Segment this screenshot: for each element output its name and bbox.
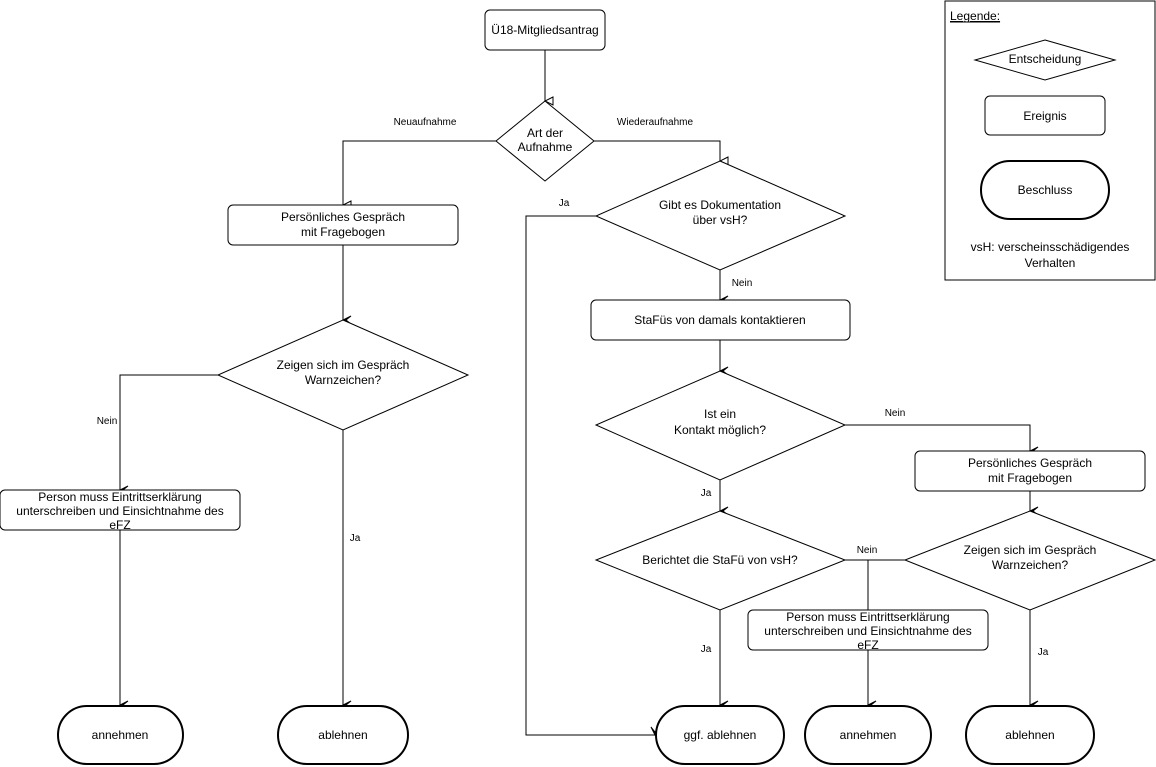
- edge-label-nein-kontakt: Nein: [885, 408, 906, 419]
- edge-warn-left-nein: [120, 374, 218, 490]
- event-efz-mid-label-2: unterschreiben und Einsichtnahme des: [764, 624, 971, 638]
- edge-labels: Neuaufnahme Wiederaufnahme Nein Ja Ja Ne…: [97, 117, 1049, 658]
- edge-doku-ja: [525, 215, 655, 735]
- decision-warnzeichen-left: Zeigen sich im Gespräch Warnzeichen?: [216, 319, 470, 431]
- terminal-ggf-ablehnen: ggf. ablehnen: [655, 705, 785, 765]
- terminal-annehmen-mid-label: annehmen: [840, 728, 897, 742]
- event-stafues-kontaktieren: StaFüs von damals kontaktieren: [590, 299, 851, 341]
- event-gespraech-right-label-2: mit Fragebogen: [988, 471, 1072, 485]
- decision-warn-right-label-2: Warnzeichen?: [992, 558, 1069, 572]
- terminal-ablehnen-left: ablehnen: [277, 705, 409, 765]
- decision-kontakt-label-2: Kontakt möglich?: [674, 423, 766, 437]
- event-efz-left-label-3: eFZ: [109, 518, 130, 532]
- legend-ereignis-label: Ereignis: [1023, 109, 1066, 123]
- edge-label-ja-berichtet: Ja: [701, 644, 712, 655]
- event-efz-mid-label-3: eFZ: [857, 638, 878, 652]
- edge-label-ja-kontakt: Ja: [701, 488, 712, 499]
- event-efz-left-label-1: Person muss Eintrittserklärung: [38, 490, 201, 504]
- decision-art-der-aufnahme: Art der Aufnahme: [495, 100, 595, 182]
- decision-art-label-1: Art der: [527, 126, 563, 140]
- event-gespraech-left-label-2: mit Fragebogen: [301, 225, 385, 239]
- event-efz-left: Person muss Eintrittserklärung unterschr…: [0, 489, 241, 532]
- event-gespraech-left-label-1: Persönliches Gespräch: [281, 210, 405, 224]
- edge-art-to-doku: [594, 140, 720, 161]
- legend-beschluss: Beschluss: [980, 160, 1110, 220]
- decision-doku-label-1: Gibt es Dokumentation: [659, 198, 781, 212]
- decision-warn-left-label-1: Zeigen sich im Gespräch: [277, 358, 410, 372]
- legend-beschluss-label: Beschluss: [1018, 183, 1073, 197]
- edge-label-neuaufnahme: Neuaufnahme: [394, 117, 457, 128]
- edge-kontakt-nein: [845, 424, 1030, 451]
- decision-kontakt-label-1: Ist ein: [704, 407, 736, 421]
- decision-dokumentation: Gibt es Dokumentation über vsH?: [594, 160, 847, 271]
- terminal-ablehnen-left-label: ablehnen: [318, 728, 367, 742]
- decision-art-label-2: Aufnahme: [518, 140, 573, 154]
- edge-label-ja-warn-right: Ja: [1038, 647, 1049, 658]
- event-stafues-label: StaFüs von damals kontaktieren: [634, 313, 805, 327]
- edges: [120, 50, 1030, 735]
- edge-label-nein-left: Nein: [97, 416, 118, 427]
- edge-label-ja-left: Ja: [350, 533, 361, 544]
- event-gespraech-left: Persönliches Gespräch mit Fragebogen: [227, 204, 459, 246]
- decision-warnzeichen-right: Zeigen sich im Gespräch Warnzeichen?: [903, 510, 1156, 611]
- edge-label-wiederaufnahme: Wiederaufnahme: [617, 117, 694, 128]
- terminal-ggf-ablehnen-label: ggf. ablehnen: [684, 728, 757, 742]
- terminal-ablehnen-right-label: ablehnen: [1005, 728, 1054, 742]
- decision-warn-left-label-2: Warnzeichen?: [305, 373, 382, 387]
- terminal-ablehnen-right: ablehnen: [965, 705, 1095, 765]
- edge-label-nein-doku: Nein: [732, 278, 753, 289]
- decision-berichtet-label: Berichtet die StaFü von vsH?: [642, 553, 798, 567]
- decision-doku-label-2: über vsH?: [693, 213, 748, 227]
- decision-berichtet-stafue: Berichtet die StaFü von vsH?: [594, 510, 847, 611]
- event-gespraech-right-label-1: Persönliches Gespräch: [968, 456, 1092, 470]
- event-efz-mid: Person muss Eintrittserklärung unterschr…: [747, 609, 989, 652]
- event-efz-left-label-2: unterschreiben und Einsichtnahme des: [16, 504, 223, 518]
- edge-art-to-gespraech-left: [343, 140, 496, 205]
- terminal-annehmen-left: annehmen: [57, 705, 184, 765]
- legend-title: Legende:: [950, 9, 1000, 23]
- decision-kontakt-moeglich: Ist ein Kontakt möglich?: [594, 370, 847, 481]
- decision-warn-right-label-1: Zeigen sich im Gespräch: [964, 543, 1097, 557]
- node-start-label: Ü18-Mitgliedsantrag: [491, 23, 598, 37]
- legend-note-line1: vsH: verscheinsschädigendes: [971, 240, 1130, 254]
- node-start: Ü18-Mitgliedsantrag: [484, 9, 606, 51]
- event-efz-mid-label-1: Person muss Eintrittserklärung: [786, 610, 949, 624]
- legend-ereignis: Ereignis: [984, 95, 1106, 136]
- legend-entscheidung-label: Entscheidung: [1009, 52, 1082, 66]
- event-gespraech-right: Persönliches Gespräch mit Fragebogen: [914, 450, 1146, 492]
- legend-entscheidung: Entscheidung: [973, 39, 1117, 81]
- edge-label-nein-berichtet: Nein: [857, 545, 878, 556]
- legend: Legende: Entscheidung Ereignis Beschluss…: [944, 0, 1156, 281]
- terminal-annehmen-mid: annehmen: [804, 705, 932, 765]
- edge-label-ja-doku: Ja: [559, 198, 570, 209]
- legend-note-line2: Verhalten: [1025, 256, 1076, 270]
- terminal-annehmen-left-label: annehmen: [92, 728, 149, 742]
